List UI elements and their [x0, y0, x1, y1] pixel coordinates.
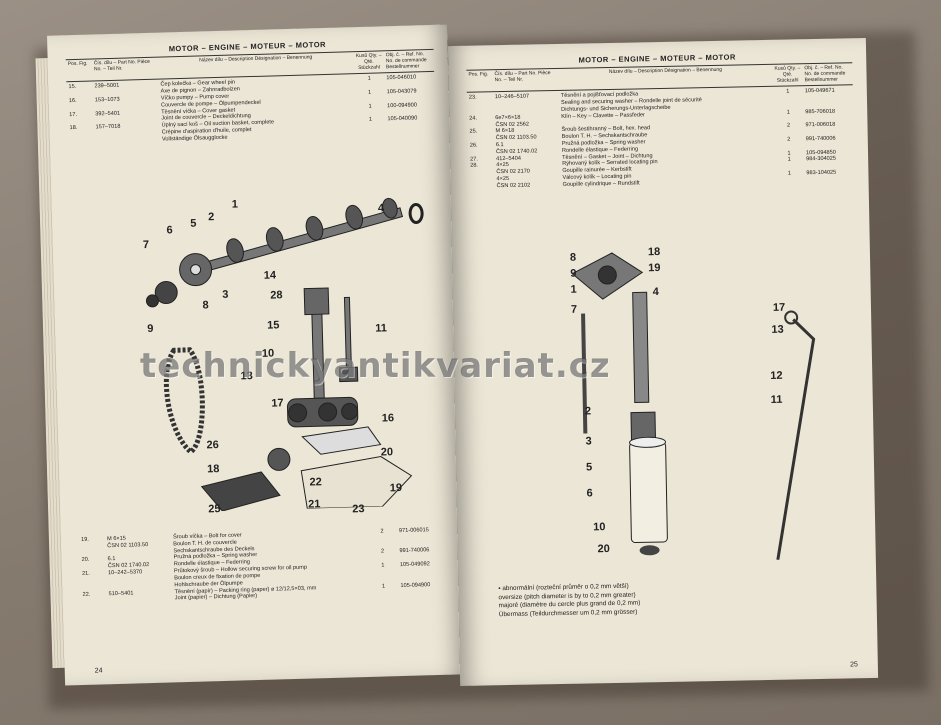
- callout-1: 1: [231, 198, 239, 211]
- callout-6-r: 6: [586, 487, 593, 500]
- callout-3: 3: [222, 288, 229, 301]
- callout-4: 4: [377, 202, 385, 215]
- callout-18: 18: [207, 463, 220, 476]
- callout-19: 19: [389, 481, 403, 495]
- callout-14: 14: [263, 269, 277, 282]
- callout-19-r: 19: [648, 262, 661, 275]
- callout-1-r: 1: [570, 283, 577, 296]
- callout-11: 11: [375, 322, 388, 335]
- callout-20: 20: [380, 446, 394, 459]
- engine-illustration-left: [145, 197, 424, 512]
- callout-12-r: 12: [770, 369, 783, 382]
- header-qty: Kusů Qty. – Qté. Stückzahl: [355, 52, 382, 71]
- oversize-footnote: • abnormální (rozteční průměr o 0,2 mm v…: [498, 582, 640, 619]
- callout-26: 26: [206, 439, 219, 452]
- callout-9: 9: [147, 322, 154, 336]
- header-part: Čís. dílu – Part No. Pièce No. – Teil Nr…: [494, 70, 551, 83]
- cell-pos: [81, 598, 107, 606]
- callout-5: 5: [190, 217, 197, 230]
- timing-gear: [145, 253, 213, 308]
- header-part: Čís. dílu – Part No. Pièce No. – Teil Nr…: [93, 58, 150, 73]
- callout-8-r: 8: [569, 251, 577, 264]
- suction-basket: [200, 471, 281, 512]
- seal-ring: [408, 202, 424, 224]
- callout-20-r: 20: [597, 543, 610, 556]
- dipstick: [776, 318, 816, 561]
- filter-canister: [629, 436, 668, 544]
- callout-9-r: 9: [570, 267, 577, 280]
- callout-21: 21: [308, 498, 321, 511]
- callout-28: 28: [270, 289, 283, 302]
- right-page: MOTOR – ENGINE – MOTEUR – MOTOR Pos. Fig…: [447, 38, 879, 686]
- timing-chain: [163, 347, 205, 455]
- callout-16: 16: [381, 412, 395, 425]
- callout-11-r: 11: [770, 393, 783, 406]
- header-pos: Pos. Fig.: [468, 71, 489, 78]
- callout-7: 7: [142, 238, 150, 252]
- header-desc: Název dílu – Description Désignation – B…: [199, 54, 313, 64]
- camshaft: [206, 197, 404, 271]
- callout-22: 22: [309, 476, 322, 489]
- cell-ref: [804, 176, 854, 184]
- callout-5-r: 5: [585, 461, 593, 474]
- callout-17-r: 17: [772, 301, 786, 314]
- filter-washer: [639, 545, 660, 556]
- cell-part: [107, 596, 173, 605]
- cell-part: [94, 136, 160, 145]
- pump-cover: [300, 426, 413, 510]
- cell-ref: [386, 129, 436, 137]
- oil-pump-body: [286, 396, 359, 428]
- header-desc: Název dílu – Description Désignation – B…: [608, 66, 723, 75]
- callout-17: 17: [271, 397, 284, 410]
- callout-15: 15: [267, 319, 280, 332]
- callout-4-r: 4: [652, 286, 659, 299]
- footnote-line-4: Übermass (Teildurchmesser um 0,2 mm grös…: [498, 608, 638, 619]
- page-number-right: 25: [849, 661, 858, 669]
- header-qty: Kusů Qty. – Qté. Stückzahl: [774, 65, 801, 84]
- callout-23: 23: [352, 503, 365, 516]
- left-page: MOTOR – ENGINE – MOTEUR – MOTOR Pos. Fig…: [47, 24, 465, 686]
- callout-10-r: 10: [593, 521, 606, 534]
- cell-part: ČSN 02 2102: [496, 182, 531, 189]
- filter-rod: [581, 313, 588, 434]
- callout-13-r: 13: [771, 323, 784, 336]
- cell-qty: [356, 130, 386, 138]
- filter-head: [571, 252, 644, 300]
- oil-filter-illustration: [571, 252, 816, 561]
- callout-6: 6: [166, 224, 173, 237]
- cell-qty: [369, 589, 399, 597]
- callout-8: 8: [202, 299, 209, 312]
- cell-pos: [469, 183, 495, 190]
- callout-25: 25: [208, 503, 221, 516]
- oil-pump-shaft: [303, 287, 359, 399]
- header-pos: Pos. Fig.: [67, 60, 88, 68]
- watermark: technickyantikvariat.cz: [140, 346, 611, 386]
- callout-7-r: 7: [570, 303, 578, 316]
- callout-2-r: 2: [584, 405, 592, 418]
- callout-18-r: 18: [647, 246, 661, 259]
- page-number-left: 24: [94, 667, 103, 675]
- cell-qty: [774, 177, 804, 184]
- callout-3-r: 3: [585, 435, 592, 448]
- pump-gear: [267, 447, 291, 471]
- header-ref: Obj. č. – Ref. No. No. de commande Beste…: [385, 51, 427, 70]
- cell-pos: [68, 138, 94, 146]
- filter-tube: [632, 291, 650, 404]
- cell-ref: [399, 588, 449, 596]
- header-ref: Obj. č. – Ref. No. No. de commande Beste…: [804, 64, 846, 83]
- callout-2: 2: [207, 211, 215, 224]
